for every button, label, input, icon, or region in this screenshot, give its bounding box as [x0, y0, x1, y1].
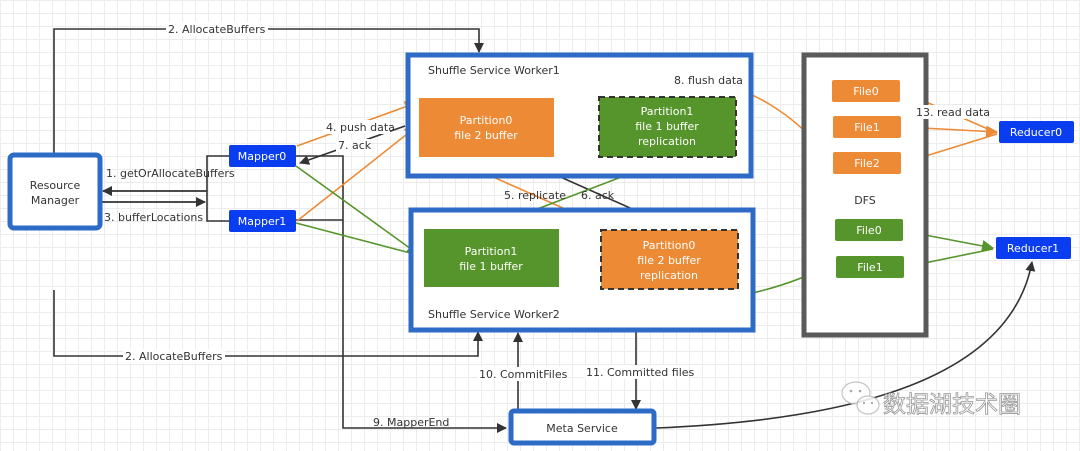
label-ack6: 6. ack: [581, 189, 615, 202]
label-get-or-allocate: 1. getOrAllocateBuffers: [106, 167, 235, 180]
dfs-green-file1-label: File1: [857, 261, 882, 274]
label-committed-files: 11. Committed files: [586, 366, 695, 379]
worker1-partition1-replica[interactable]: Partition1 file 1 buffer replication: [598, 96, 737, 158]
worker2-buffer-line1: Partition1: [465, 245, 518, 258]
worker1-replica-line3: replication: [638, 135, 696, 148]
edge-push-mapper1: [296, 126, 417, 222]
reducer0-node[interactable]: Reducer0: [999, 121, 1074, 143]
worker1-replica-line2: file 1 buffer: [635, 120, 699, 133]
reducer0-label: Reducer0: [1010, 126, 1062, 139]
mapper0-label: Mapper0: [238, 150, 287, 163]
reducer1-node[interactable]: Reducer1: [996, 237, 1071, 259]
edge-allocate-bottom: [53, 290, 483, 357]
worker1-buffer-line1: Partition0: [460, 114, 513, 127]
worker2-partition0-replica[interactable]: Partition0 file 2 buffer replication: [600, 229, 739, 290]
label-replicate: 5. replicate: [504, 189, 566, 202]
mapper1-label: Mapper1: [238, 215, 287, 228]
dfs-title: DFS: [854, 194, 876, 207]
edge-green-mapper0: [295, 165, 419, 255]
dfs-orange-file0[interactable]: File0: [832, 80, 900, 102]
label-push-data: 4. push data: [326, 121, 395, 134]
edge-meta-to-reducer1: [655, 261, 1036, 429]
worker2-replica-line2: file 2 buffer: [637, 254, 701, 267]
meta-service-node[interactable]: Meta Service: [508, 408, 657, 446]
label-ack7: 7. ack: [338, 139, 372, 152]
edge-mapper-bracket: [206, 155, 229, 222]
meta-service-label: Meta Service: [546, 422, 618, 435]
edge-green-mapper1: [295, 222, 419, 256]
dfs-container[interactable]: DFS File0 File1 File2 File0 File1: [801, 52, 929, 338]
worker1-partition0-buffer[interactable]: Partition0 file 2 buffer: [419, 98, 554, 157]
watermark-text: 数据湖技术圈: [883, 392, 1021, 418]
dfs-green-file0[interactable]: File0: [835, 219, 903, 241]
reducer1-label: Reducer1: [1007, 242, 1059, 255]
dfs-green-file0-label: File0: [856, 224, 881, 237]
worker1-replica-line1: Partition1: [641, 105, 694, 118]
label-read-data: 13. read data: [916, 106, 990, 119]
label-allocate-top: 2. AllocateBuffers: [168, 23, 266, 36]
label-commit-files: 10. CommitFiles: [479, 368, 568, 381]
mapper0-node[interactable]: Mapper0: [229, 145, 296, 167]
mapper1-node[interactable]: Mapper1: [229, 210, 296, 232]
resource-manager-line1: Resource: [30, 179, 81, 192]
wechat-icon: [841, 381, 880, 415]
dfs-green-file1[interactable]: File1: [836, 256, 904, 278]
worker1-buffer-line2: file 2 buffer: [454, 129, 518, 142]
worker2-title: Shuffle Service Worker2: [428, 308, 560, 321]
watermark: 数据湖技术圈: [841, 381, 1021, 418]
worker2-replica-line3: replication: [640, 269, 698, 282]
worker1-title: Shuffle Service Worker1: [428, 64, 560, 77]
shuffle-worker2[interactable]: Shuffle Service Worker2 Partition1 file …: [408, 207, 756, 333]
label-mapper-end: 9. MapperEnd: [373, 416, 449, 429]
worker2-buffer-line2: file 1 buffer: [459, 260, 523, 273]
label-allocate-bottom: 2. AllocateBuffers: [125, 350, 223, 363]
label-buffer-locations: 3. bufferLocations: [104, 211, 203, 224]
worker2-partition1-buffer[interactable]: Partition1 file 1 buffer: [424, 229, 559, 287]
dfs-orange-file2-label: File2: [854, 157, 879, 170]
dfs-orange-file0-label: File0: [853, 85, 878, 98]
resource-manager-line2: Manager: [31, 194, 80, 207]
dfs-orange-file2[interactable]: File2: [833, 152, 901, 174]
dfs-orange-file1-label: File1: [854, 121, 879, 134]
resource-manager-node[interactable]: Resource Manager: [7, 152, 103, 231]
label-flush-data: 8. flush data: [674, 74, 743, 87]
dfs-orange-file1[interactable]: File1: [833, 116, 901, 138]
worker2-replica-line1: Partition0: [643, 239, 696, 252]
